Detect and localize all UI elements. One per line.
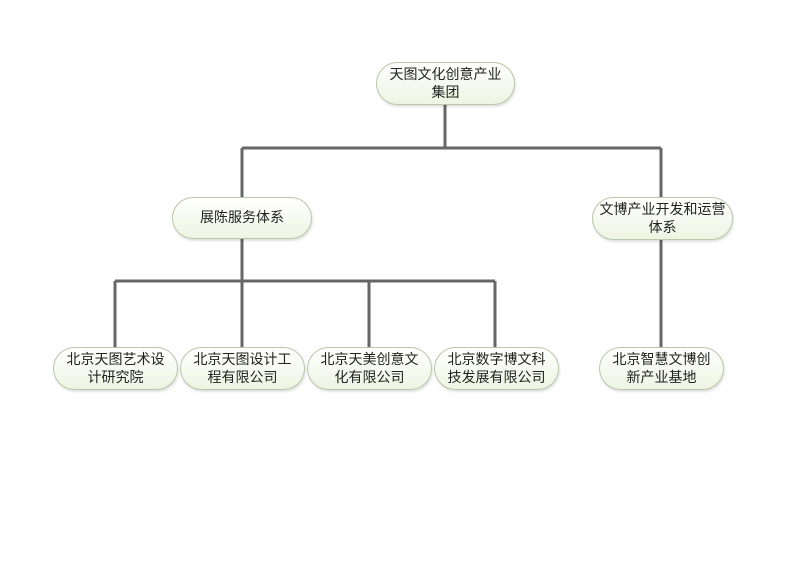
leaf-node[interactable]: 北京天图设计工程有限公司	[180, 347, 305, 390]
leaf-node[interactable]: 北京天图艺术设计研究院	[53, 347, 178, 390]
node-label: 文博产业开发和运营体系	[599, 201, 726, 236]
leaf-node[interactable]: 北京数字博文科技发展有限公司	[434, 347, 559, 390]
node-label: 北京天图艺术设计研究院	[66, 351, 165, 386]
node-label: 天图文化创意产业集团	[389, 66, 502, 101]
node-label: 北京数字博文科技发展有限公司	[447, 351, 546, 386]
leaf-node[interactable]: 北京智慧文博创新产业基地	[599, 347, 724, 390]
branch-node-museum[interactable]: 文博产业开发和运营体系	[592, 197, 733, 240]
node-label: 北京天图设计工程有限公司	[193, 351, 292, 386]
leaf-node[interactable]: 北京天美创意文化有限公司	[307, 347, 432, 390]
node-label: 展陈服务体系	[200, 210, 284, 226]
node-label: 北京天美创意文化有限公司	[320, 351, 419, 386]
node-label: 北京智慧文博创新产业基地	[612, 351, 711, 386]
branch-node-exhibition[interactable]: 展陈服务体系	[172, 197, 312, 239]
root-node[interactable]: 天图文化创意产业集团	[376, 62, 515, 105]
